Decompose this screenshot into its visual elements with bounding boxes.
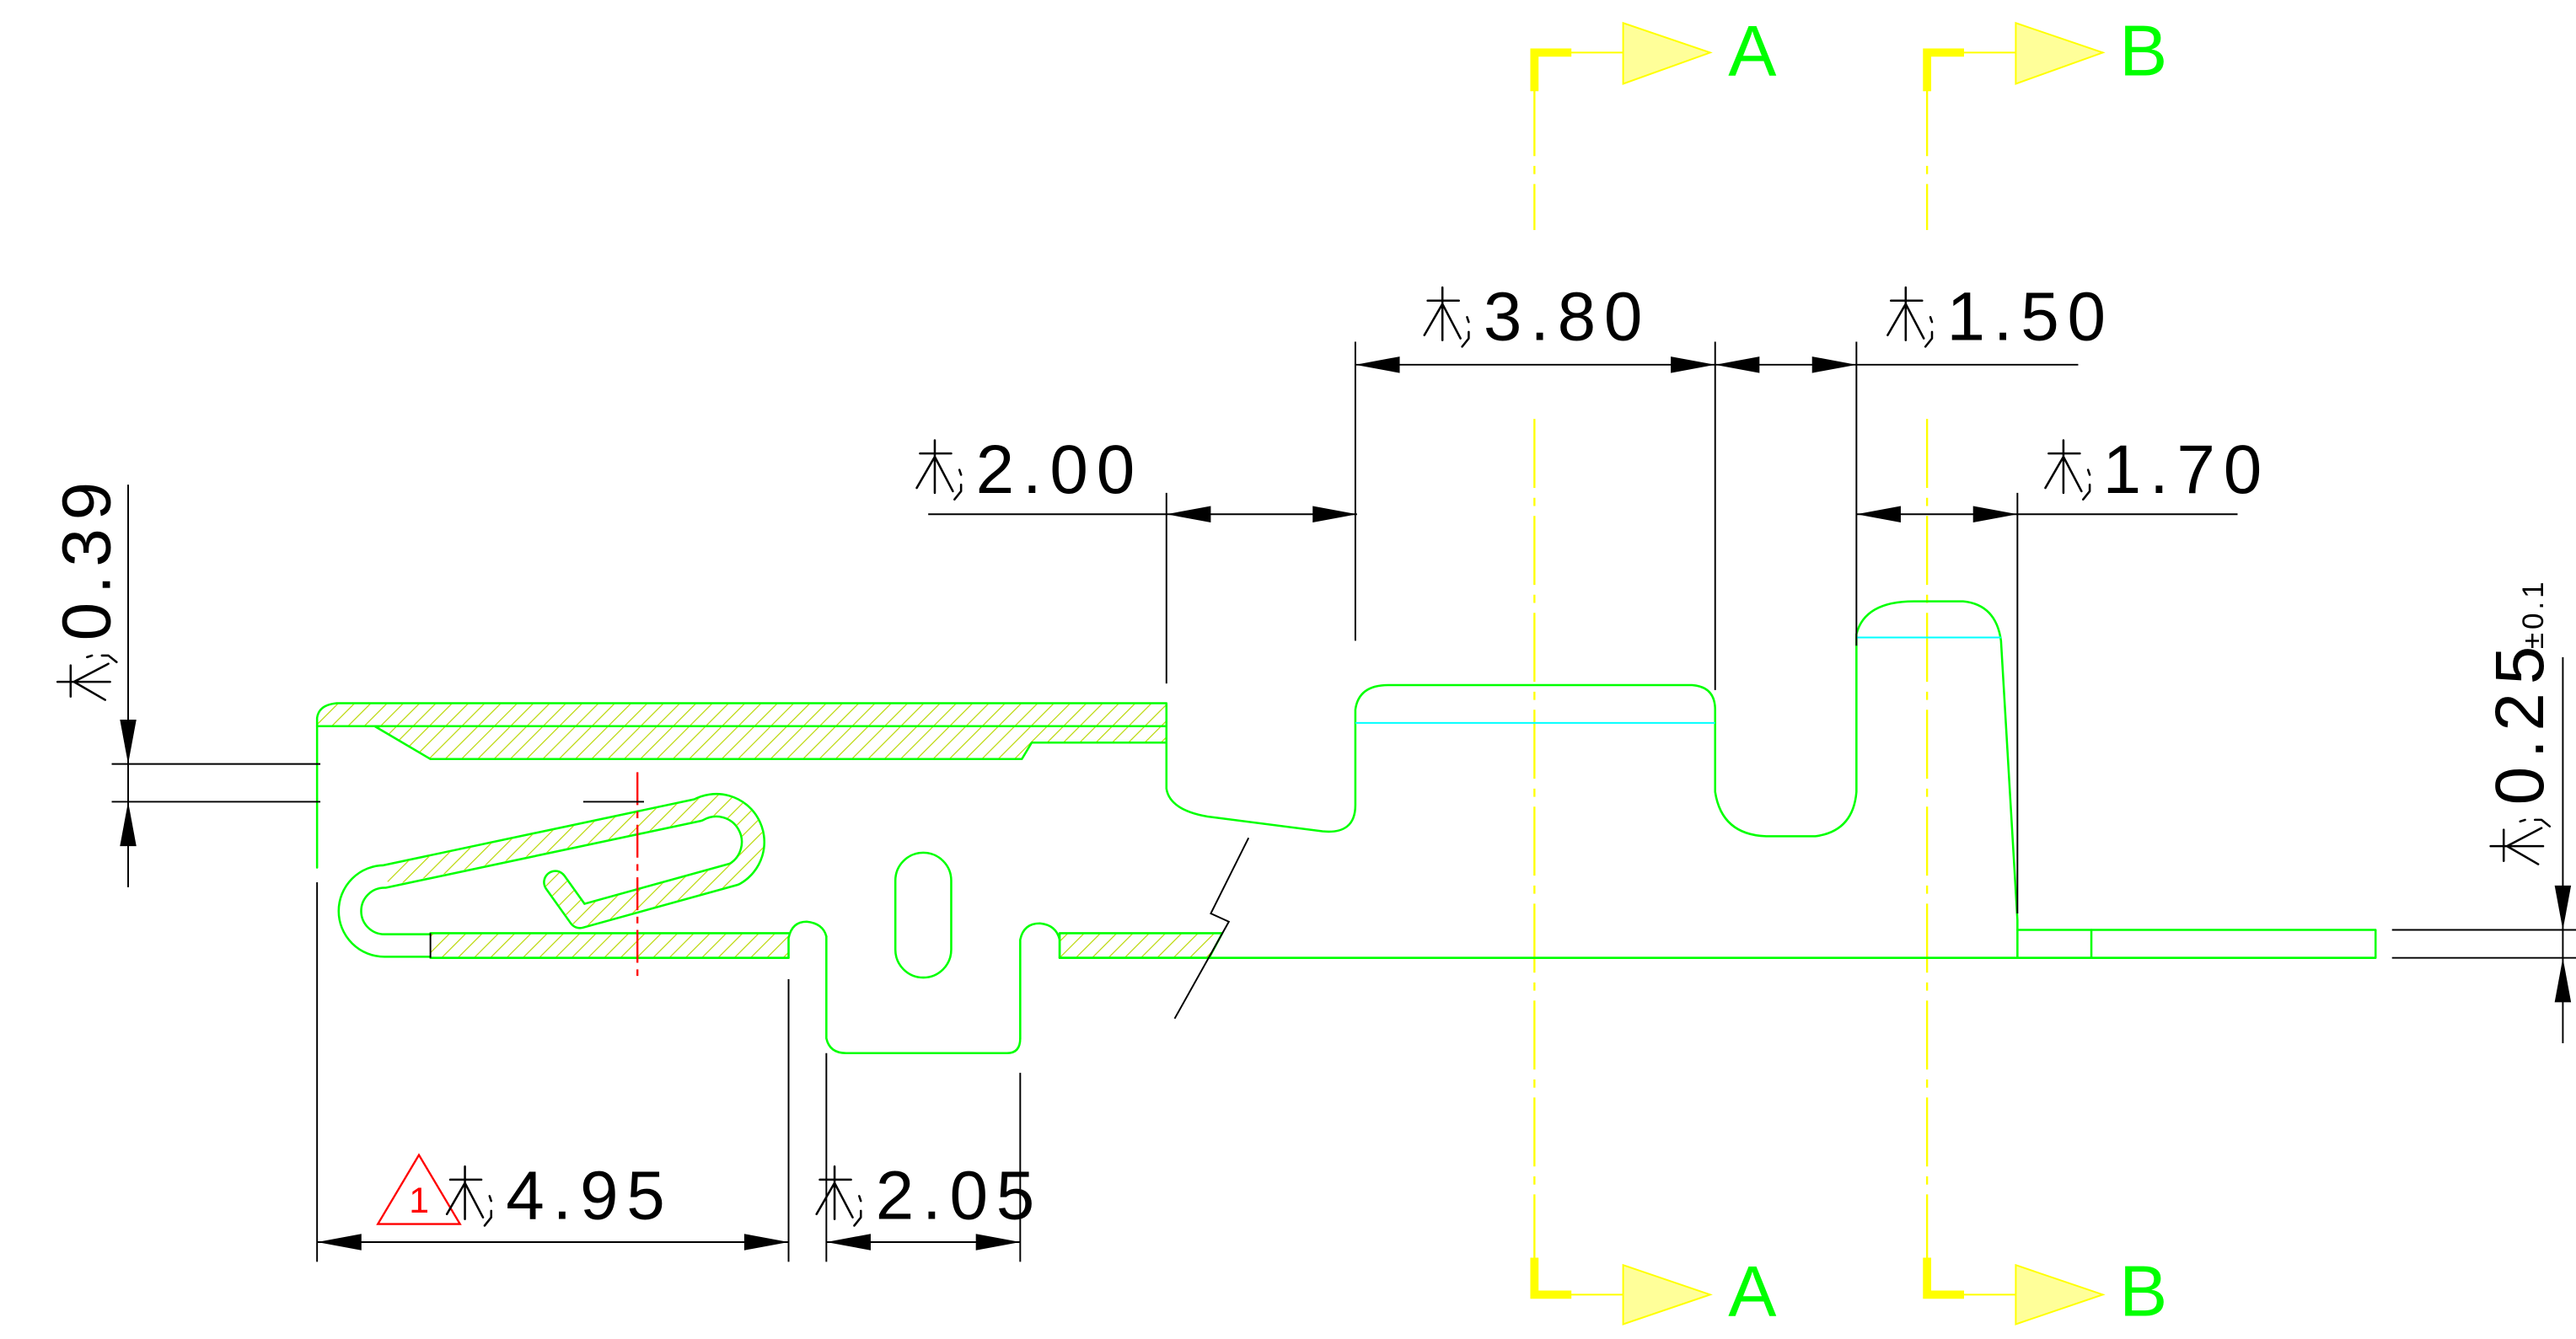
- bottom-hem-strip: [430, 933, 789, 958]
- arrowhead-icon: [1312, 506, 1357, 523]
- arrowhead-icon: [1671, 356, 1715, 373]
- right-hem-strip: [1058, 932, 1224, 959]
- arrowhead-icon: [2554, 885, 2572, 930]
- rotated-label: 0.39: [49, 474, 126, 701]
- dimension-tab-gap: 1.50: [1715, 279, 2114, 373]
- section-label: A: [1728, 1251, 1777, 1332]
- rotated-label: 0.25 ±0.1: [2482, 578, 2558, 865]
- section-arrow-icon: [2015, 21, 2106, 85]
- dimension-thickness: 0.25 ±0.1: [2482, 578, 2572, 1044]
- dimension-hook-gap: 0.39: [49, 474, 137, 887]
- dimension-value: 0.25: [2482, 638, 2558, 805]
- dimension-tab-width: 1.70: [1856, 431, 2270, 523]
- section-marker-a-top: A: [1530, 11, 1777, 92]
- dimension-tolerance: ±0.1: [2517, 578, 2550, 649]
- arrowhead-icon: [1811, 356, 1857, 373]
- section-bracket: [1530, 48, 1572, 92]
- right-notch-bump: [1019, 922, 1061, 1040]
- arrowhead-icon: [120, 719, 137, 764]
- inner-hem-strip: [373, 725, 1168, 761]
- arrowhead-icon: [1715, 356, 1760, 373]
- arrowhead-icon: [1972, 506, 2018, 523]
- revision-marker: 1: [376, 1153, 462, 1225]
- revision-triangle-icon: [376, 1153, 462, 1225]
- section-arrow-icon: [2015, 1263, 2106, 1326]
- arrowhead-icon: [2554, 957, 2572, 1003]
- bottom-hem-edges: [429, 932, 790, 959]
- folded-spring-loop: [337, 792, 765, 958]
- section-bracket: [1923, 48, 1965, 92]
- top-hem-strip: [315, 702, 1168, 728]
- arrowhead-icon: [743, 1234, 789, 1251]
- dimension-value: 2.00: [976, 431, 1143, 508]
- section-label: B: [2119, 1251, 2167, 1332]
- section-arrow-icon: [1622, 21, 1713, 85]
- dimension-slot-width: 3.80: [1355, 279, 1715, 373]
- right-strip: [2016, 929, 2377, 959]
- dimension-hem-length: 1 4.95: [317, 1153, 789, 1251]
- revision-number: 1: [409, 1181, 429, 1221]
- dimension-value: 1.70: [2103, 431, 2270, 508]
- dimension-value: 2.05: [876, 1158, 1043, 1235]
- arrowhead-icon: [826, 1234, 871, 1251]
- section-bracket: [1923, 1257, 1965, 1299]
- arrowhead-icon: [317, 1234, 362, 1251]
- arrowhead-icon: [1856, 506, 1901, 523]
- lower-tab: [825, 935, 1022, 1055]
- section-arrow-icon: [1622, 1263, 1713, 1326]
- dimension-value: 1.50: [1947, 279, 2114, 356]
- dimension-value: 3.80: [1484, 279, 1650, 356]
- left-notch-bump: [787, 920, 828, 959]
- arrowhead-icon: [1166, 506, 1211, 523]
- dimension-shoulder-width: 2.00: [915, 431, 1357, 523]
- arrowhead-icon: [975, 1234, 1021, 1251]
- dimension-notch-width: 2.05: [815, 1158, 1043, 1251]
- upper-profile: [1165, 600, 2019, 931]
- section-marker-b-bottom: B: [1923, 1251, 2167, 1332]
- section-marker-b-top: B: [1923, 11, 2167, 92]
- loop-hatch: [384, 795, 764, 928]
- section-label: A: [1728, 11, 1777, 92]
- section-label: B: [2119, 11, 2167, 92]
- arrowhead-icon: [120, 801, 137, 847]
- dimension-value: 4.95: [506, 1158, 673, 1235]
- break-line: [1173, 837, 1250, 1020]
- arrowhead-icon: [1355, 356, 1400, 373]
- extension-lines: [111, 341, 2576, 1262]
- terminal-part: [315, 600, 2377, 1055]
- section-bracket: [1530, 1257, 1572, 1299]
- section-marker-a-bottom: A: [1530, 1251, 1777, 1332]
- oval-slot: [894, 851, 953, 979]
- dimension-value: 0.39: [49, 474, 126, 640]
